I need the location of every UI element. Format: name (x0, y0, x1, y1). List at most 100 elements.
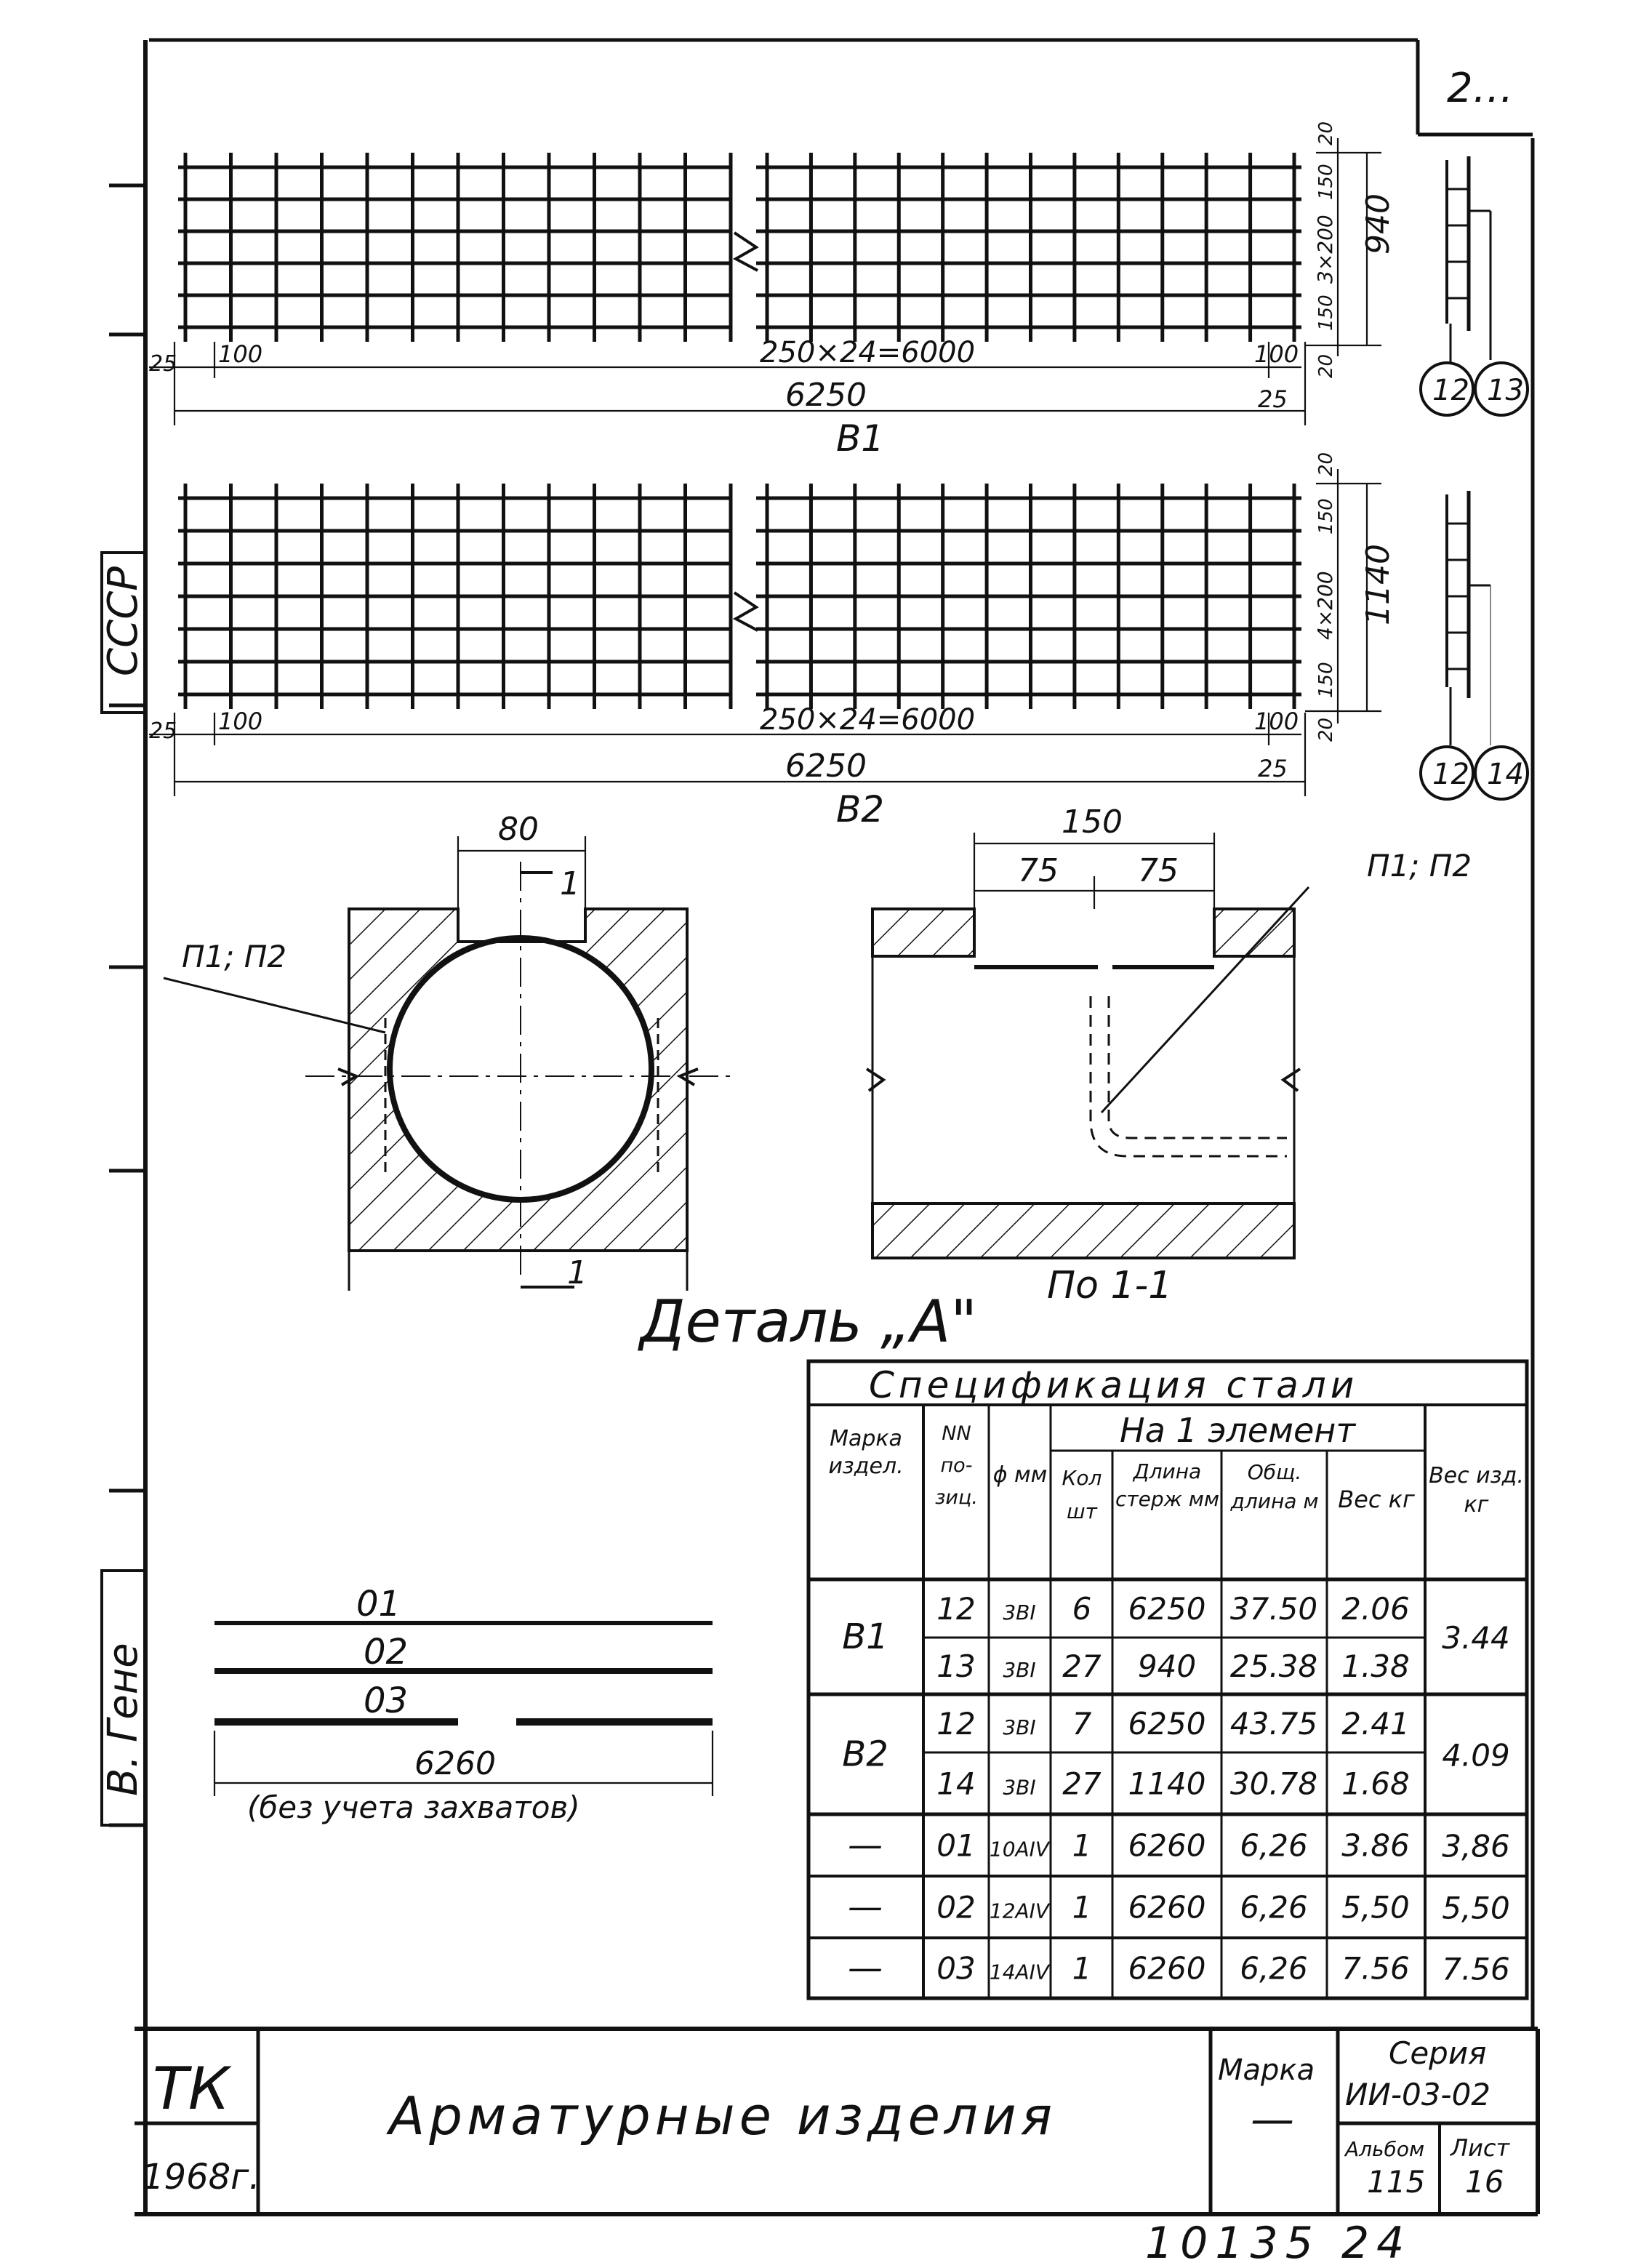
mesh-b2-dim-left-25: 25 (149, 718, 177, 744)
spec-header-dia: ϕ мм (993, 1462, 1048, 1488)
spec-cell-weight: 1.68 (1341, 1766, 1410, 1802)
spec-cell-weight: 7.56 (1341, 1951, 1410, 1987)
mesh-b2 (149, 469, 1529, 801)
spec-header-weight-item: Вес изд. кг (1429, 1463, 1524, 1518)
spec-cell-total: 6,26 (1240, 1828, 1308, 1864)
mesh-b1-pos-a: 12 (1432, 374, 1469, 407)
mesh-b2-dim-v-150a: 150 (1315, 498, 1337, 534)
detail-round-section (163, 836, 734, 1291)
mesh-b1-grid (178, 153, 1301, 342)
detail-dim-75b: 75 (1138, 852, 1179, 889)
title-block-year: 1968г. (142, 2157, 260, 2197)
spec-cell-weight: 2.06 (1341, 1591, 1410, 1627)
mesh-b2-dim-v-150b: 150 (1315, 662, 1337, 698)
mesh-b2-dim-v-bot20: 20 (1315, 718, 1337, 742)
spec-cell-pos: 03 (936, 1951, 975, 1987)
detail-title: Деталь „А" (638, 1288, 977, 1355)
mesh-b2-dim-left-100: 100 (218, 708, 262, 735)
spec-cell-qty: 27 (1062, 1766, 1102, 1802)
mesh-b1-dim-total: 6250 (785, 377, 867, 414)
title-block-album-label: Альбом (1344, 2137, 1424, 2161)
sheet-frame (100, 38, 1535, 2214)
spec-cell-total: 25.38 (1230, 1648, 1317, 1684)
spec-cell-len: 6250 (1128, 1591, 1206, 1627)
title-block-org: ТК (153, 2055, 232, 2123)
spec-cell-qty: 1 (1072, 1890, 1092, 1926)
sheet-number-top: 2… (1447, 65, 1514, 112)
title-block-sheet-label: Лист (1450, 2134, 1510, 2162)
spec-cell-pos: 12 (936, 1591, 975, 1627)
mesh-b2-dim-height: 1140 (1360, 544, 1397, 625)
spec-header-len: Длина стерж мм (1115, 1459, 1219, 1511)
side-label-author: В. Гене (100, 1643, 147, 1796)
spec-cell-dia: 14АIV (990, 1960, 1051, 1984)
mesh-b1-dim-right-25: 25 (1258, 385, 1288, 413)
mesh-b1-dim-v-150b: 150 (1315, 294, 1337, 331)
spec-cell-total: 6,26 (1240, 1951, 1308, 1987)
spec-cell-weight-item: 5,50 (1442, 1891, 1510, 1926)
title-block-series-label: Серия (1389, 2035, 1486, 2071)
spec-cell-len: 6260 (1128, 1951, 1206, 1987)
spec-title: Спецификация стали (869, 1364, 1358, 1406)
mesh-b2-dim-v-mid: 4×200 (1313, 571, 1337, 640)
spec-cell-mark: — (848, 1887, 883, 1928)
title-block-sheet-value: 16 (1465, 2164, 1504, 2200)
mesh-b2-pos-a: 12 (1432, 758, 1469, 791)
title-block-mark-value: — (1251, 2094, 1294, 2145)
spec-cell-qty: 1 (1072, 1828, 1092, 1864)
rods-length: 6260 (414, 1745, 496, 1782)
spec-cell-weight-item: 7.56 (1442, 1952, 1510, 1987)
spec-cell-weight: 5,50 (1341, 1890, 1410, 1926)
spec-cell-dia: 3ВI (1003, 1776, 1035, 1800)
spec-cell-qty: 7 (1072, 1706, 1092, 1742)
mesh-b1-dim-spacing: 250×24=6000 (760, 336, 975, 369)
detail-section-mark-bottom: 1 (567, 1254, 587, 1291)
spec-cell-qty: 27 (1062, 1648, 1102, 1684)
spec-header-qty: Кол шт (1062, 1466, 1102, 1523)
spec-cell-dia: 3ВI (1003, 1658, 1035, 1682)
detail-section-1-1 (865, 833, 1310, 1259)
spec-cell-total: 37.50 (1230, 1591, 1317, 1627)
mesh-b1-pos-b: 13 (1487, 374, 1524, 407)
mesh-b1-dim-left-100: 100 (218, 340, 262, 368)
footer-number: 10135 24 (1145, 2218, 1411, 2268)
spec-header-total: Общ. длина м (1231, 1460, 1319, 1513)
spec-cell-len: 6260 (1128, 1890, 1206, 1926)
mesh-b2-name: В2 (836, 788, 884, 830)
spec-cell-dia: 10АIV (990, 1838, 1051, 1862)
mesh-b2-pos-b: 14 (1487, 758, 1524, 791)
mesh-b1-dim-right-100: 100 (1254, 340, 1299, 368)
spec-cell-pos: 12 (936, 1706, 975, 1742)
mesh-b1-dim-v-mid: 3×200 (1313, 215, 1337, 284)
spec-cell-dia: 3ВI (1003, 1600, 1035, 1624)
mesh-b1-dim-left-25: 25 (149, 351, 177, 377)
spec-cell-pos: 14 (936, 1766, 975, 1802)
detail-label-plates-left: П1; П2 (182, 939, 286, 974)
spec-cell-weight: 2.41 (1341, 1706, 1410, 1742)
spec-cell-weight-item: 3.44 (1442, 1620, 1510, 1656)
spec-cell-len: 940 (1138, 1648, 1196, 1684)
title-block-title: Арматурные изделия (386, 2085, 1056, 2147)
mesh-b1 (149, 138, 1529, 425)
detail-dim-150: 150 (1062, 804, 1123, 841)
spec-header-pos: NN по- зиц. (935, 1422, 978, 1509)
spec-cell-mark: — (848, 1825, 883, 1866)
spec-cell-dia: 3ВI (1003, 1715, 1035, 1739)
spec-cell-mark: В1 (842, 1616, 888, 1657)
mesh-b1-dim-v-top20: 20 (1315, 121, 1337, 145)
rod-01-label: 01 (356, 1584, 401, 1624)
spec-table (806, 1359, 1529, 2000)
rods-sketch (213, 1621, 714, 1796)
spec-cell-total: 43.75 (1230, 1706, 1317, 1742)
spec-cell-total: 30.78 (1230, 1766, 1317, 1802)
mesh-b2-dim-right-100: 100 (1254, 708, 1299, 735)
mesh-b2-dim-spacing: 250×24=6000 (760, 703, 975, 737)
mesh-b1-dim-height: 940 (1360, 193, 1397, 255)
spec-header-weight: Вес кг (1338, 1486, 1415, 1513)
rods-note: (без учета захватов) (247, 1790, 580, 1825)
mesh-b1-name: В1 (836, 417, 884, 460)
title-block-series-value: ИИ-03-02 (1345, 2077, 1490, 2112)
mesh-b1-dim-v-150a: 150 (1315, 164, 1337, 200)
spec-cell-total: 6,26 (1240, 1890, 1308, 1926)
